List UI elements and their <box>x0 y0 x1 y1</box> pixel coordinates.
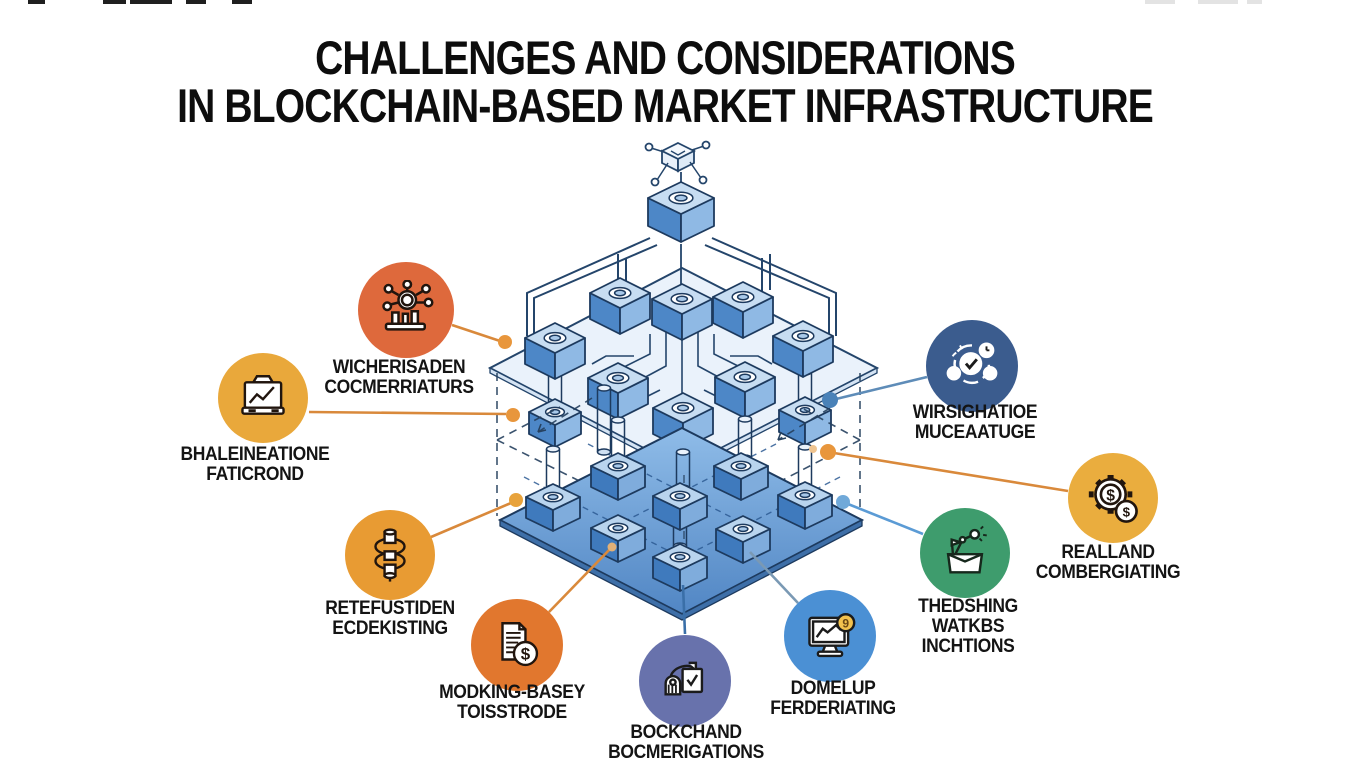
presentation-chart-icon <box>241 375 285 415</box>
dollar-coil-icon <box>374 528 406 582</box>
svg-text:9: 9 <box>842 617 849 631</box>
upper-layer-cubes <box>524 277 834 450</box>
identity-check-icon <box>664 661 704 696</box>
page-title-line2: IN BLOCKCHAIN-BASED MARKET INFRASTRUCTUR… <box>177 79 1154 132</box>
network-nodes-icon <box>382 280 434 331</box>
node-circle-cycle-check <box>926 320 1018 412</box>
node-circle-chart-board <box>218 353 308 443</box>
svg-text:$: $ <box>521 645 531 664</box>
page-title-line1: CHALLENGES AND CONSIDERATIONS <box>315 31 1016 84</box>
node-circle-gear-dollar: $ $ <box>1068 453 1158 543</box>
lower-layer-cubes <box>525 452 833 592</box>
connector-dots <box>498 335 850 552</box>
top-cube <box>647 181 715 243</box>
node-circle-document-dollar: $ <box>471 599 563 691</box>
bracket-wires <box>526 237 837 336</box>
top-connector-node <box>644 140 711 290</box>
node-circle-identity-check <box>639 635 731 727</box>
svg-text:$: $ <box>1106 487 1115 504</box>
node-circle-dollar-coil <box>345 510 435 600</box>
gear-dollar-icon: $ $ <box>1088 475 1138 523</box>
robotic-arm-box-icon <box>946 525 987 574</box>
svg-text:$: $ <box>1123 505 1131 520</box>
node-circle-monitor: 9 <box>784 590 876 682</box>
node-circle-network <box>358 262 454 358</box>
node-circle-robot-arm <box>920 508 1010 598</box>
cycle-check-clock-icon <box>946 342 998 385</box>
dashed-arrowheads <box>537 423 787 441</box>
leader-lines <box>308 323 1069 635</box>
document-dollar-icon: $ <box>501 622 539 667</box>
monitor-chart-icon: 9 <box>808 613 856 658</box>
